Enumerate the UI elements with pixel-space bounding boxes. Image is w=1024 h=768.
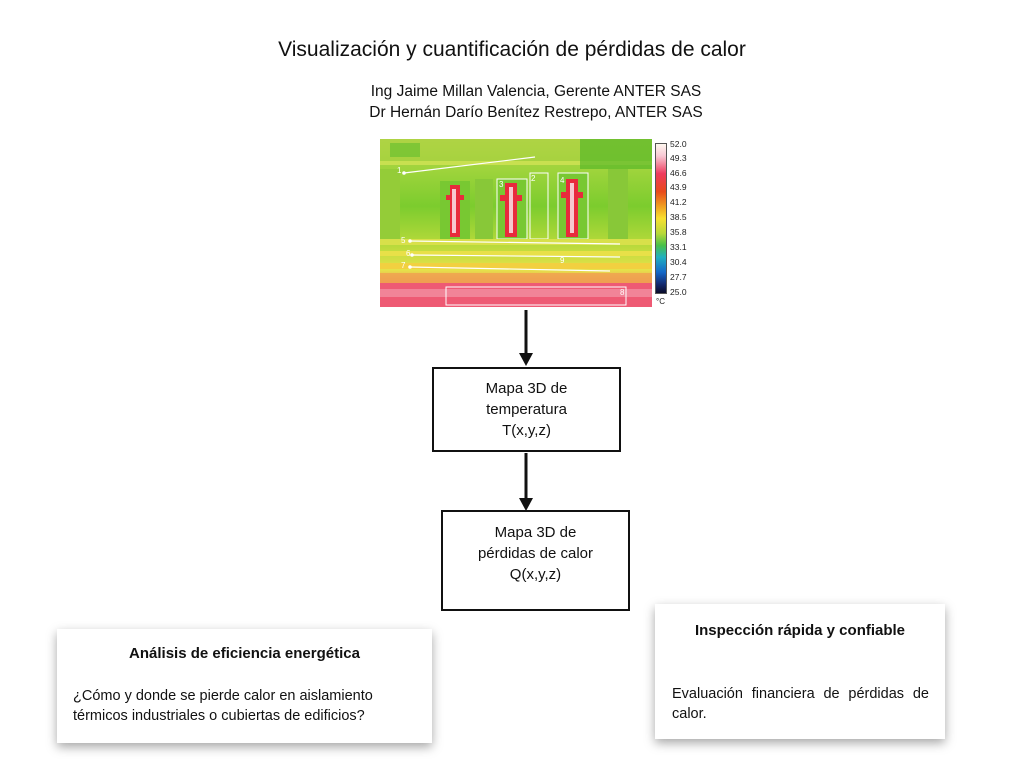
marker-label: 6 <box>406 249 411 258</box>
marker-label: 7 <box>401 261 406 270</box>
marker-label: 8 <box>620 288 625 297</box>
scale-tick-label: 43.9 <box>670 182 687 192</box>
scale-tick-label: 38.5 <box>670 212 687 222</box>
scale-tick-label: 52.0 <box>670 139 687 149</box>
author-line-1: Ing Jaime Millan Valencia, Gerente ANTER… <box>370 83 702 100</box>
scale-tick-label: 35.8 <box>670 227 687 237</box>
arrow-down-icon <box>519 453 533 511</box>
card-title: Análisis de eficiencia energética <box>129 645 360 662</box>
temperature-color-scale <box>655 143 667 294</box>
marker-label: 2 <box>531 174 536 183</box>
scale-tick-label: 33.1 <box>670 242 687 252</box>
arrow-down-icon <box>519 310 533 366</box>
marker-label: 9 <box>560 256 565 265</box>
fast-inspection-card: Inspección rápida y confiable Evaluación… <box>655 604 945 739</box>
card-title: Inspección rápida y confiable <box>694 622 906 639</box>
slide-title: Visualización y cuantificación de pérdid… <box>278 38 746 61</box>
box-line: Mapa 3D de <box>494 524 577 541</box>
scale-tick-label: 30.4 <box>670 257 687 267</box>
thermal-image: 1 2 3 4 5 6 7 8 9 <box>380 139 652 307</box>
temperature-map-box: Mapa 3D de temperatura T(x,y,z) <box>432 367 621 452</box>
box-line: T(x,y,z) <box>502 422 551 439</box>
box-line: Mapa 3D de <box>485 380 568 397</box>
card-body: ¿Cómo y donde se pierde calor en aislami… <box>73 688 373 724</box>
box-line: Q(x,y,z) <box>509 566 562 583</box>
marker-label: 5 <box>401 236 406 245</box>
box-line: pérdidas de calor <box>477 545 594 562</box>
marker-label: 1 <box>397 166 402 175</box>
temperature-unit-label: °C <box>656 297 665 306</box>
card-body: Evaluación financiera de pérdidas de cal… <box>672 686 929 722</box>
energy-efficiency-card: Análisis de eficiencia energética ¿Cómo … <box>57 629 432 743</box>
scale-tick-label: 46.6 <box>670 168 687 178</box>
author-line-2: Dr Hernán Darío Benítez Restrepo, ANTER … <box>369 104 703 121</box>
box-line: temperatura <box>486 401 567 418</box>
scale-tick-label: 27.7 <box>670 272 687 282</box>
thermal-facade-drawing: 1 2 3 4 5 6 7 8 9 <box>380 139 652 307</box>
scale-tick-label: 49.3 <box>670 153 687 163</box>
marker-label: 3 <box>499 180 504 189</box>
scale-tick-label: 25.0 <box>670 287 687 297</box>
scale-tick-label: 41.2 <box>670 197 687 207</box>
heat-loss-map-box: Mapa 3D de pérdidas de calor Q(x,y,z) <box>441 510 630 611</box>
marker-label: 4 <box>560 176 565 185</box>
